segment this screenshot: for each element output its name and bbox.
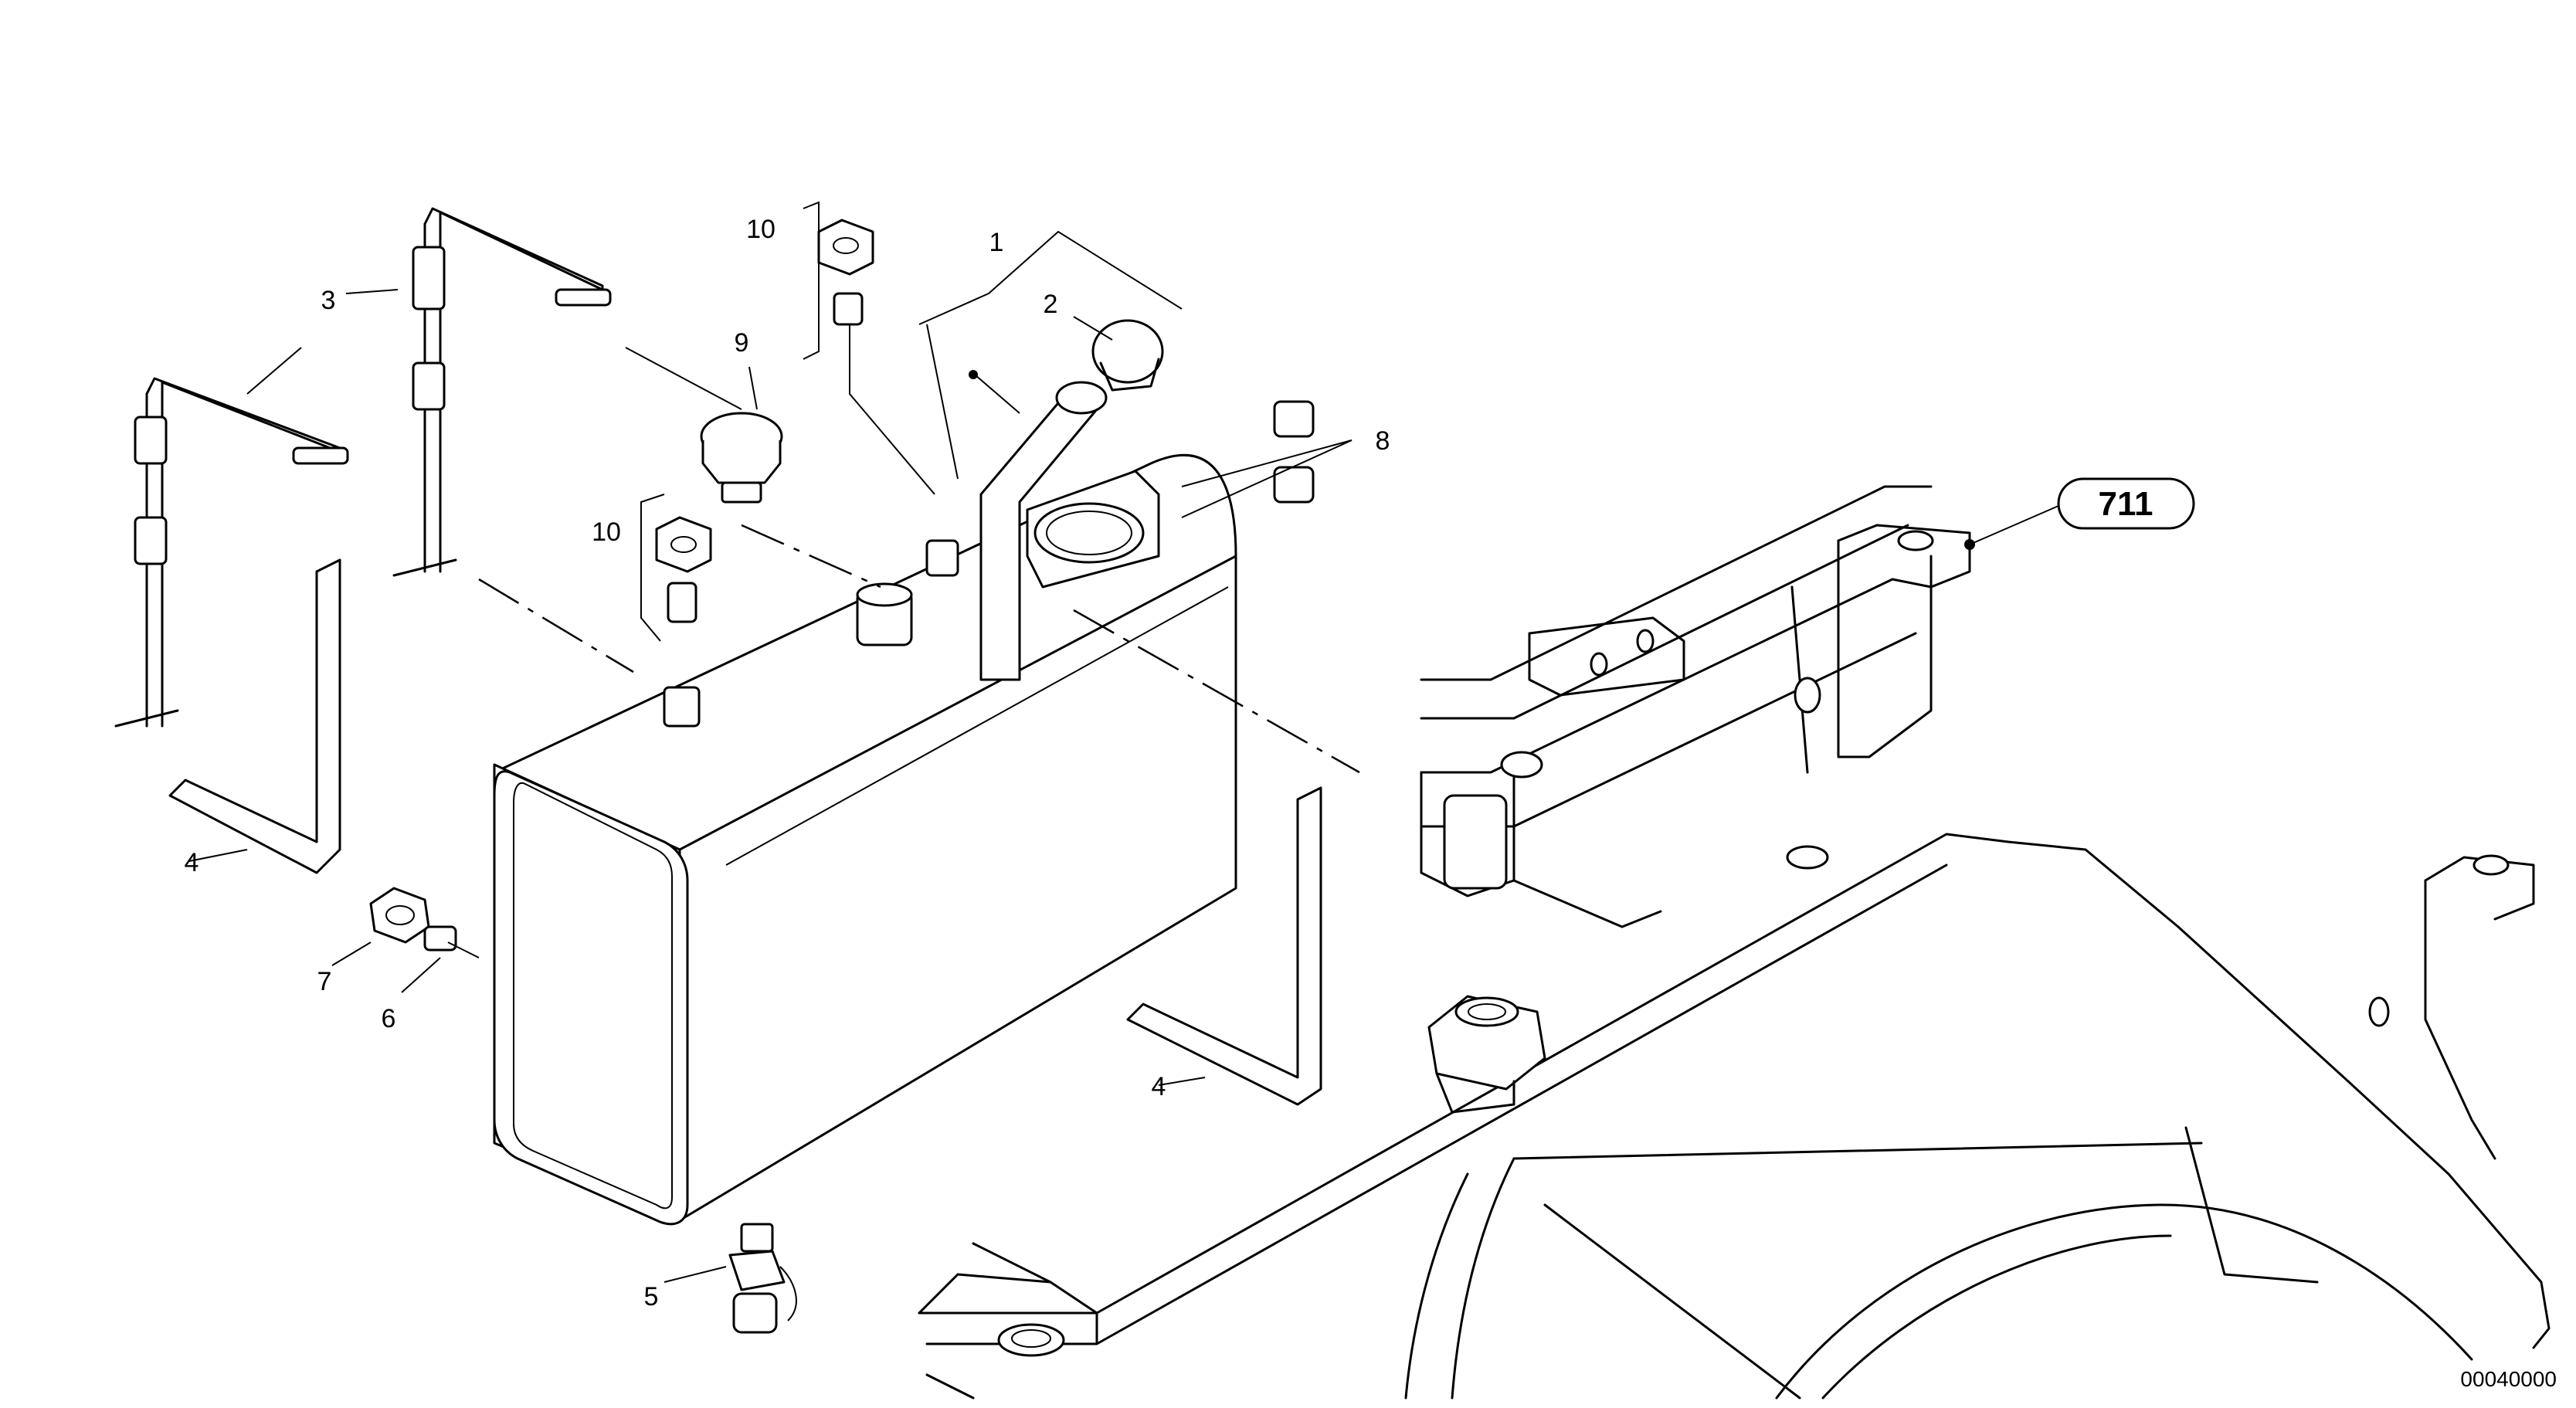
callout-10-lower: 10 — [592, 517, 621, 547]
reference-badge: 711 — [2057, 477, 2195, 530]
callout-9: 9 — [735, 328, 749, 358]
alignment-lines — [478, 524, 1360, 774]
nut-7 — [369, 887, 430, 944]
callout-labels: 1 2 3 4 4 5 6 7 8 9 10 10 — [185, 215, 1390, 1311]
callout-2: 2 — [1044, 290, 1058, 319]
callout-7: 7 — [317, 967, 332, 996]
plugs-8 — [1273, 400, 1315, 504]
callout-4-right: 4 — [1152, 1072, 1166, 1101]
breather-cap-9 — [700, 412, 783, 504]
tank-strap-front — [114, 377, 349, 728]
drain-plug-5 — [728, 1223, 797, 1334]
fuel-tank — [493, 381, 1237, 1226]
callout-3: 3 — [321, 286, 336, 315]
support-bracket-left — [168, 558, 341, 874]
reference-group-label: 711 — [2099, 485, 2153, 523]
fitting-6 — [423, 925, 457, 952]
support-bracket-right — [1126, 786, 1322, 1106]
fitting-10-upper — [817, 219, 959, 577]
leader-lines — [188, 201, 2059, 1283]
callout-10-upper: 10 — [746, 215, 776, 244]
callout-5: 5 — [644, 1282, 659, 1311]
callout-1: 1 — [989, 228, 1004, 257]
fitting-10-lower — [655, 516, 712, 728]
filler-cap-2 — [1091, 319, 1164, 392]
callout-4-left: 4 — [185, 848, 199, 877]
tank-strap-rear — [392, 207, 612, 577]
callout-6: 6 — [382, 1004, 396, 1033]
drawing-number: 00040000 — [2460, 1367, 2557, 1391]
callout-8: 8 — [1376, 426, 1390, 456]
chassis-frame — [918, 485, 2551, 1400]
